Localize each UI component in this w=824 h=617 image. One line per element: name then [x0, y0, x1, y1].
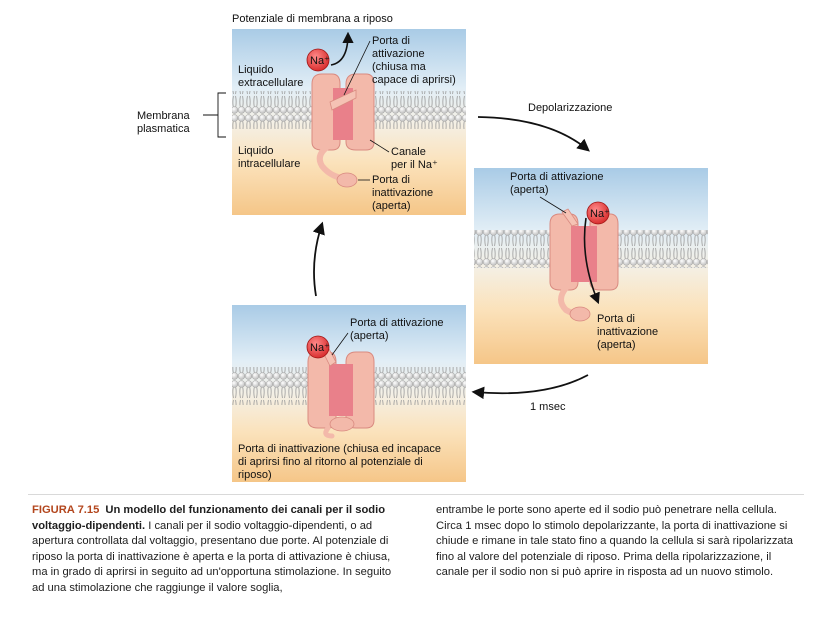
inactivation-gate-plug [329, 416, 355, 432]
sodium-ion [306, 48, 330, 72]
caption-divider [28, 494, 804, 495]
blocked-flow-arrow [330, 31, 354, 66]
activation-gate-leader [331, 332, 349, 356]
activation-gate-open [561, 208, 579, 227]
channel-pore [329, 364, 353, 416]
activation-gate-closed [329, 89, 357, 111]
panel-resting: Potenziale di membrana a riposo Na⁺ Liqu… [137, 13, 466, 215]
depolarization-arrow [477, 116, 590, 152]
membrane-bracket [203, 92, 226, 138]
caption-right-text: entrambe le porte sono aperte ed il sodi… [436, 504, 793, 578]
panel-depolarized: Na⁺ Porta di attivazione(aperta) Porta d… [474, 168, 708, 364]
time-label: 1 msec [530, 401, 566, 413]
inactivation-gate-label: Porta di inattivazione (chiusa ed incapa… [238, 443, 441, 481]
time-arrow [471, 374, 589, 400]
caption-left-text: I canali per il sodio voltaggio-dipenden… [32, 519, 392, 594]
sodium-ion [306, 335, 330, 359]
activation-gate-label: Porta di attivazione(aperta) [350, 317, 444, 342]
channel-leader [369, 139, 390, 153]
panel-title: Potenziale di membrana a riposo [232, 13, 393, 25]
caption-right-column: entrambe le porte sono aperte ed il sodi… [436, 503, 806, 581]
figure-number: FIGURA 7.15 [32, 504, 100, 516]
sodium-ion [586, 201, 610, 225]
sodium-influx-arrow [583, 217, 600, 305]
sodium-channel [307, 346, 375, 439]
recovery-arrow [312, 221, 325, 297]
activation-gate-label: Porta di attivazione(aperta) [510, 171, 604, 196]
svg-text:Na⁺: Na⁺ [310, 55, 330, 67]
activation-gate-leader [539, 196, 567, 214]
sodium-channel [311, 73, 375, 188]
inactivation-gate-ball [336, 172, 358, 188]
svg-text:Na⁺: Na⁺ [310, 342, 330, 354]
svg-text:Na⁺: Na⁺ [590, 208, 610, 220]
depolarization-label: Depolarizzazione [528, 102, 612, 114]
activation-gate-leader [343, 40, 371, 96]
inactivation-gate-ball [569, 306, 591, 322]
figure-diagram: Potenziale di membrana a riposo Na⁺ Liqu… [137, 13, 708, 482]
caption-title: Un modello del funzionamento dei canali … [32, 504, 386, 532]
panel-inactivated: Na⁺ Porta di attivazione(aperta) Porta d… [232, 305, 466, 482]
